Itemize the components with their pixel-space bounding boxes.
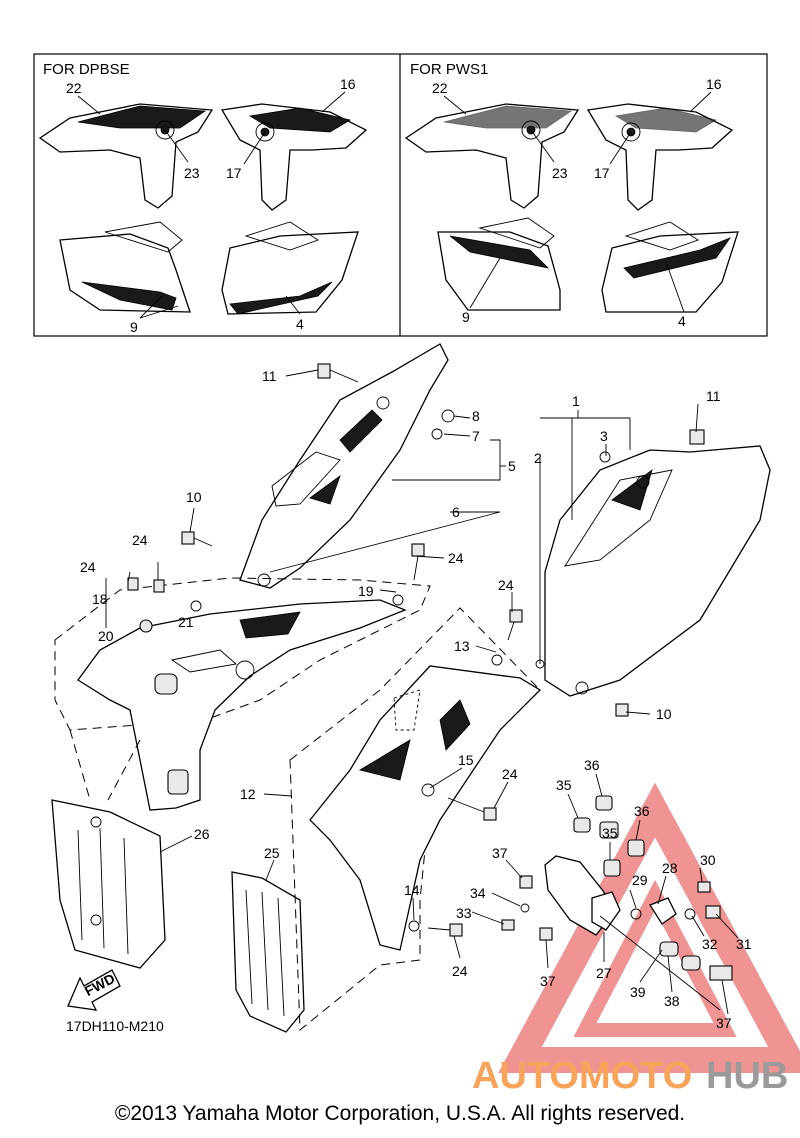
- forward-arrow-icon: FWD: [67, 969, 121, 1011]
- main-leaders: [105, 369, 739, 1015]
- copyright-notice: ©2013 Yamaha Motor Corporation, U.S.A. A…: [114, 1102, 686, 1125]
- callout-36-a: 36: [584, 757, 600, 773]
- callout-23: 23: [184, 165, 200, 181]
- radiator-louver-25: [231, 871, 305, 1033]
- box-leaders: [77, 91, 712, 319]
- variant-box: FOR DPBSE FOR PWS1: [33, 53, 768, 337]
- callout-27: 27: [596, 965, 612, 981]
- watermark-triangle: [498, 782, 800, 1073]
- callout-17: 17: [226, 165, 242, 181]
- callout-32: 32: [702, 936, 718, 952]
- callout-19: 19: [358, 583, 374, 599]
- callout-35-b: 35: [602, 825, 618, 841]
- callout-20: 20: [98, 628, 114, 644]
- pws1-shroud-right: [586, 103, 734, 211]
- callout-24-a: 24: [80, 559, 96, 575]
- callout-16b: 16: [706, 76, 722, 92]
- dpbse-shroud-left: [38, 103, 214, 209]
- callout-34: 34: [470, 885, 486, 901]
- callout-37-a: 37: [492, 845, 508, 861]
- radiator-shroud-right: [309, 665, 542, 951]
- callout-9b: 9: [462, 309, 470, 325]
- callout-5: 5: [508, 458, 516, 474]
- box-title-pws1: FOR PWS1: [410, 61, 488, 78]
- watermark-logo: AUTOMOTO HUB: [472, 1055, 788, 1097]
- radiator-shroud-left: [239, 343, 449, 589]
- callout-24-e: 24: [502, 766, 518, 782]
- callout-18: 18: [92, 591, 108, 607]
- callout-10: 10: [186, 489, 202, 505]
- box-title-dpbse: FOR DPBSE: [43, 61, 130, 78]
- callout-1: 1: [572, 393, 580, 409]
- watermark-part2: HUB: [706, 1055, 788, 1097]
- callout-2: 2: [534, 450, 542, 466]
- callout-31: 31: [736, 936, 752, 952]
- diagram-code: 17DH110-M210: [66, 1018, 164, 1034]
- callout-8: 8: [472, 408, 480, 424]
- pws1-shroud-left: [404, 103, 580, 209]
- callout-24-f: 24: [452, 963, 468, 979]
- callout-9: 9: [130, 319, 138, 335]
- callout-4b: 4: [678, 313, 686, 329]
- dpbse-sidecover-right: [221, 221, 359, 315]
- callout-14: 14: [404, 882, 420, 898]
- dpbse-shroud-right: [220, 103, 368, 211]
- callout-7: 7: [472, 428, 480, 444]
- callout-4: 4: [296, 316, 304, 332]
- callout-37-c: 37: [716, 1015, 732, 1031]
- callout-22b: 22: [432, 80, 448, 96]
- callout-36-b: 36: [634, 803, 650, 819]
- radiator-link-dash: [69, 729, 141, 801]
- callout-11: 11: [262, 368, 277, 384]
- callout-15: 15: [458, 752, 474, 768]
- callout-26: 26: [194, 826, 210, 842]
- callout-3: 3: [600, 428, 608, 444]
- callout-30: 30: [700, 852, 716, 868]
- callout-24-d: 24: [498, 577, 514, 593]
- callout-22: 22: [66, 80, 82, 96]
- callout-16: 16: [340, 76, 356, 92]
- radiator-left: [51, 799, 166, 969]
- callout-35-a: 35: [556, 777, 572, 793]
- callout-21: 21: [178, 614, 194, 630]
- pws1-sidecover-right: [601, 221, 739, 313]
- callout-25: 25: [264, 845, 280, 861]
- watermark-part1: AUTOMOTO: [472, 1055, 692, 1097]
- callout-6: 6: [452, 504, 460, 520]
- callout-37-b: 37: [540, 973, 556, 989]
- callout-23b: 23: [552, 165, 568, 181]
- callout-24-b: 24: [132, 532, 148, 548]
- hose-bracket-assembly: [501, 795, 733, 1011]
- shroud-inner-cover: [77, 599, 407, 811]
- callout-10b: 10: [656, 706, 672, 722]
- callout-12: 12: [240, 786, 256, 802]
- fasteners: [127, 363, 705, 937]
- pws1-sidecover-left: [437, 217, 561, 311]
- callout-29: 29: [632, 872, 648, 888]
- callout-24-c: 24: [448, 550, 464, 566]
- callout-17b: 17: [594, 165, 610, 181]
- callout-13: 13: [454, 638, 470, 654]
- dpbse-sidecover-left: [59, 221, 191, 313]
- side-cover-right: [544, 445, 771, 697]
- callout-39: 39: [630, 984, 646, 1000]
- callout-33: 33: [456, 905, 472, 921]
- callout-11b: 11: [706, 388, 721, 404]
- callout-38: 38: [664, 993, 680, 1009]
- callout-28: 28: [662, 860, 678, 876]
